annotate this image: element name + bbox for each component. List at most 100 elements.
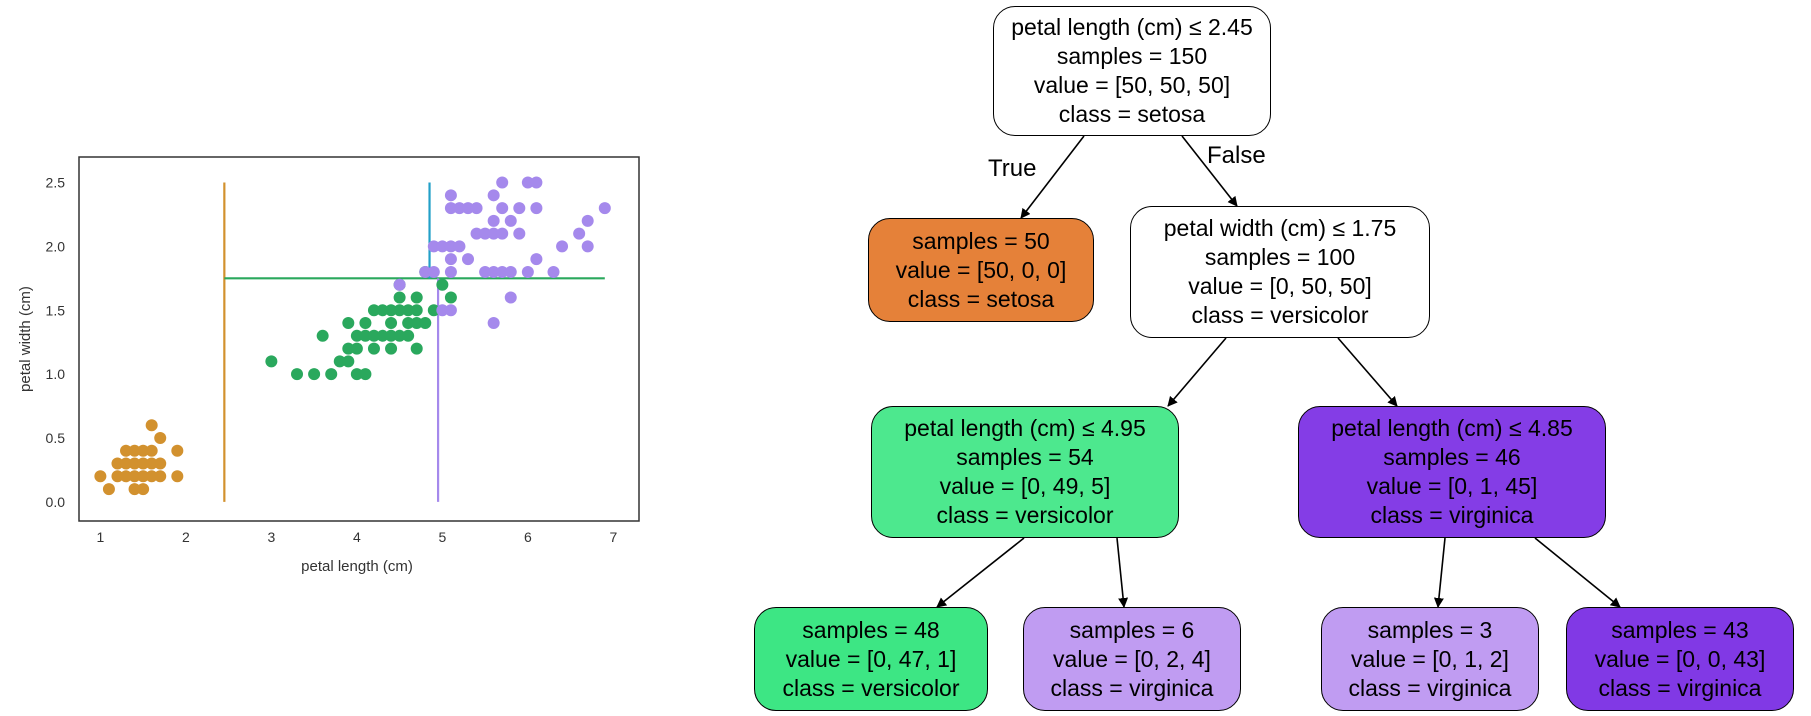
scatter-point xyxy=(385,342,398,355)
y-tick-label: 2.0 xyxy=(46,238,66,254)
scatter-point xyxy=(556,240,569,253)
tree-node-line: value = [50, 0, 0] xyxy=(895,256,1067,283)
tree-node-line: samples = 6 xyxy=(1069,616,1195,643)
scatter-point xyxy=(111,457,124,470)
scatter-point xyxy=(453,202,466,215)
scatter-point xyxy=(436,304,449,317)
scatter-point xyxy=(367,304,380,317)
tree-node-line: value = [50, 50, 50] xyxy=(1033,72,1231,98)
scatter-point xyxy=(487,317,500,330)
scatter-point xyxy=(453,240,466,253)
scatter-point xyxy=(530,176,543,189)
scatter-point xyxy=(342,342,355,355)
scatter-point xyxy=(581,240,594,253)
scatter-point xyxy=(154,457,167,470)
scatter-point xyxy=(487,214,500,227)
scatter-point xyxy=(530,253,543,266)
scatter-point xyxy=(513,202,526,215)
scatter-point xyxy=(470,227,483,240)
scatter-point xyxy=(145,457,158,470)
scatter-point xyxy=(470,202,483,215)
y-tick-label: 2.5 xyxy=(46,175,66,191)
x-tick-label: 5 xyxy=(438,529,446,545)
tree-node-line: samples = 48 xyxy=(802,616,940,643)
scatter-point xyxy=(137,483,150,496)
scatter-point xyxy=(487,265,500,278)
scatter-point xyxy=(367,342,380,355)
tree-node-line: samples = 50 xyxy=(912,227,1050,254)
scatter-point xyxy=(419,317,432,330)
x-tick-label: 3 xyxy=(267,529,275,545)
tree-node-line: value = [0, 0, 43] xyxy=(1594,645,1766,672)
tree-node-line: value = [0, 1, 2] xyxy=(1351,645,1509,672)
scatter-point xyxy=(154,431,167,444)
scatter-point xyxy=(350,342,363,355)
tree-node-line: value = [0, 2, 4] xyxy=(1053,645,1211,672)
scatter-point xyxy=(376,329,389,342)
tree-node-line: petal length (cm) ≤ 4.95 xyxy=(904,415,1146,441)
tree-node-line: class = virginica xyxy=(1348,674,1512,701)
scatter-point xyxy=(325,368,338,381)
scatter-point xyxy=(427,265,440,278)
tree-node-line: value = [0, 47, 1] xyxy=(785,645,957,672)
scatter-point xyxy=(462,253,475,266)
scatter-point xyxy=(393,278,406,291)
scatter-point xyxy=(376,304,389,317)
scatter-point xyxy=(581,214,594,227)
scatter-point xyxy=(393,329,406,342)
scatter-point xyxy=(316,329,329,342)
y-tick-label: 0.5 xyxy=(46,430,66,446)
tree-node-line: samples = 43 xyxy=(1611,616,1749,643)
scatter-point xyxy=(265,355,278,368)
scatter-point xyxy=(145,470,158,483)
scatter-point xyxy=(598,202,611,215)
scatter-point xyxy=(342,355,355,368)
tree-node-line: value = [0, 50, 50] xyxy=(1188,273,1372,299)
tree-edge xyxy=(1167,337,1227,407)
tree-node-line: value = [0, 1, 45] xyxy=(1366,473,1538,499)
scatter-point xyxy=(154,470,167,483)
tree-node-line: class = virginica xyxy=(1050,674,1214,701)
scatter-point xyxy=(137,444,150,457)
tree-edge xyxy=(1116,537,1129,608)
tree-node-line: class = versicolor xyxy=(1191,302,1369,328)
scatter-point xyxy=(513,227,526,240)
scatter-point xyxy=(410,342,423,355)
scatter-point xyxy=(291,368,304,381)
x-tick-label: 4 xyxy=(353,529,361,545)
scatter-point xyxy=(444,189,457,202)
y-axis-label: petal width (cm) xyxy=(17,286,34,392)
scatter-point xyxy=(145,444,158,457)
scatter-point xyxy=(333,355,346,368)
y-tick-label: 1.0 xyxy=(46,366,66,382)
tree-node-line: samples = 46 xyxy=(1383,444,1521,470)
scatter-point xyxy=(436,240,449,253)
tree-edge xyxy=(1433,537,1446,608)
scatter-point xyxy=(444,304,457,317)
scatter-point xyxy=(444,240,457,253)
scatter-point xyxy=(479,265,492,278)
scatter-point xyxy=(145,419,158,432)
tree-edge xyxy=(936,537,1025,608)
scatter-point xyxy=(547,265,560,278)
scatter-point xyxy=(530,202,543,215)
tree-edge xyxy=(1020,135,1085,219)
scatter-point xyxy=(444,202,457,215)
scatter-point xyxy=(359,317,372,330)
tree-node-line: samples = 3 xyxy=(1367,616,1493,643)
plot-frame xyxy=(78,156,640,522)
scatter-point xyxy=(521,265,534,278)
scatter-point xyxy=(171,470,184,483)
scatter-point xyxy=(402,304,415,317)
scatter-point xyxy=(120,470,133,483)
scatter-point xyxy=(487,227,500,240)
tree-node-line: petal length (cm) ≤ 2.45 xyxy=(1011,14,1253,40)
